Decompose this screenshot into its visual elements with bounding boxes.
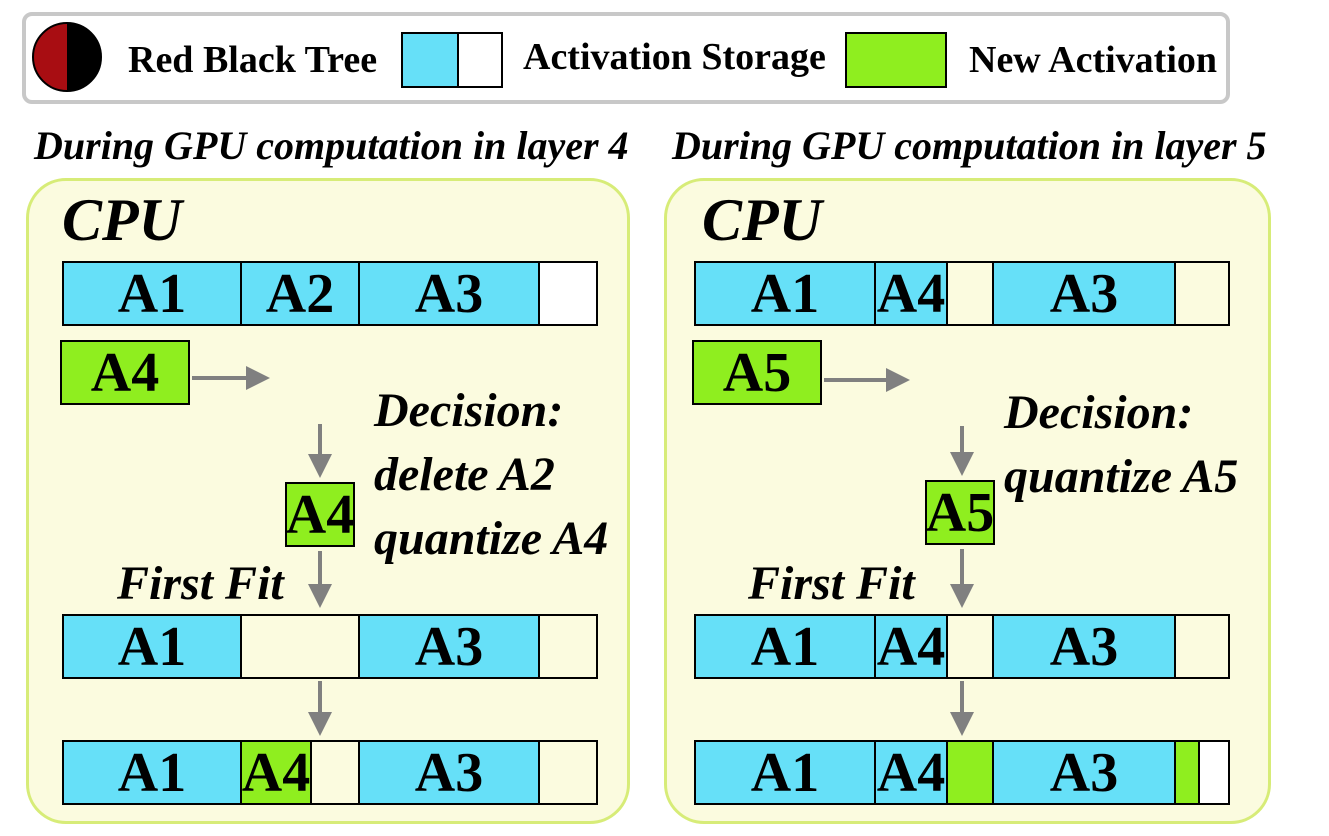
right-row3-free-slot: [1198, 740, 1230, 805]
left-row3-free-slot: [538, 740, 598, 805]
right-decision-title: Decision:: [1004, 386, 1194, 439]
right-row1-block-a1: A1: [694, 261, 876, 326]
right-row1-free-slot: [1174, 261, 1230, 326]
left-row2-free-gap: [240, 614, 360, 679]
right-row2-free-slot: [1174, 614, 1230, 679]
right-cpu-label: CPU: [702, 187, 822, 253]
right-heading: During GPU computation in layer 5: [672, 123, 1267, 168]
legend-new-icon: [845, 32, 947, 88]
right-row1-block-a3: A3: [992, 261, 1176, 326]
left-heading: During GPU computation in layer 4: [34, 123, 629, 168]
left-row1-block-a3: A3: [358, 261, 540, 326]
left-decision-line1: delete A2: [374, 448, 555, 501]
left-row2-block-a3: A3: [358, 614, 540, 679]
left-row2-free-slot: [538, 614, 598, 679]
right-row3-quantized-a5: [946, 740, 994, 805]
right-first-fit: First Fit: [748, 557, 915, 610]
right-row2-block-a4: A4: [874, 614, 948, 679]
right-new-activation: A5: [692, 340, 822, 405]
left-decision-line2: quantize A4: [374, 512, 609, 565]
legend-storage-label: Activation Storage: [523, 36, 826, 78]
right-row3-block-a1: A1: [694, 740, 876, 805]
right-row3-block-a4: A4: [874, 740, 948, 805]
left-new-activation: A4: [60, 340, 190, 405]
right-row2-block-a3: A3: [992, 614, 1176, 679]
left-first-fit: First Fit: [117, 557, 284, 610]
left-row1-block-a2: A2: [240, 261, 360, 326]
right-quantized-activation: A5: [925, 480, 995, 545]
left-row1-block-a1: A1: [62, 261, 242, 326]
legend-rbt-label: Red Black Tree: [128, 39, 378, 81]
left-row3-block-a4: A4: [240, 740, 312, 805]
right-row3-block-a3: A3: [992, 740, 1176, 805]
left-quantized-activation: A4: [285, 482, 355, 547]
legend-rbt-icon: [32, 22, 102, 92]
legend: [22, 12, 1230, 104]
left-row2-block-a1: A1: [62, 614, 242, 679]
left-cpu-label: CPU: [62, 187, 182, 253]
legend-storage-icon: [401, 32, 503, 88]
left-row3-block-a3: A3: [358, 740, 540, 805]
left-row1-free-slot: [538, 261, 598, 326]
right-decision-line1: quantize A5: [1004, 450, 1239, 503]
legend-new-label: New Activation: [969, 39, 1218, 81]
right-row1-block-a4: A4: [874, 261, 948, 326]
left-decision-title: Decision:: [374, 384, 564, 437]
